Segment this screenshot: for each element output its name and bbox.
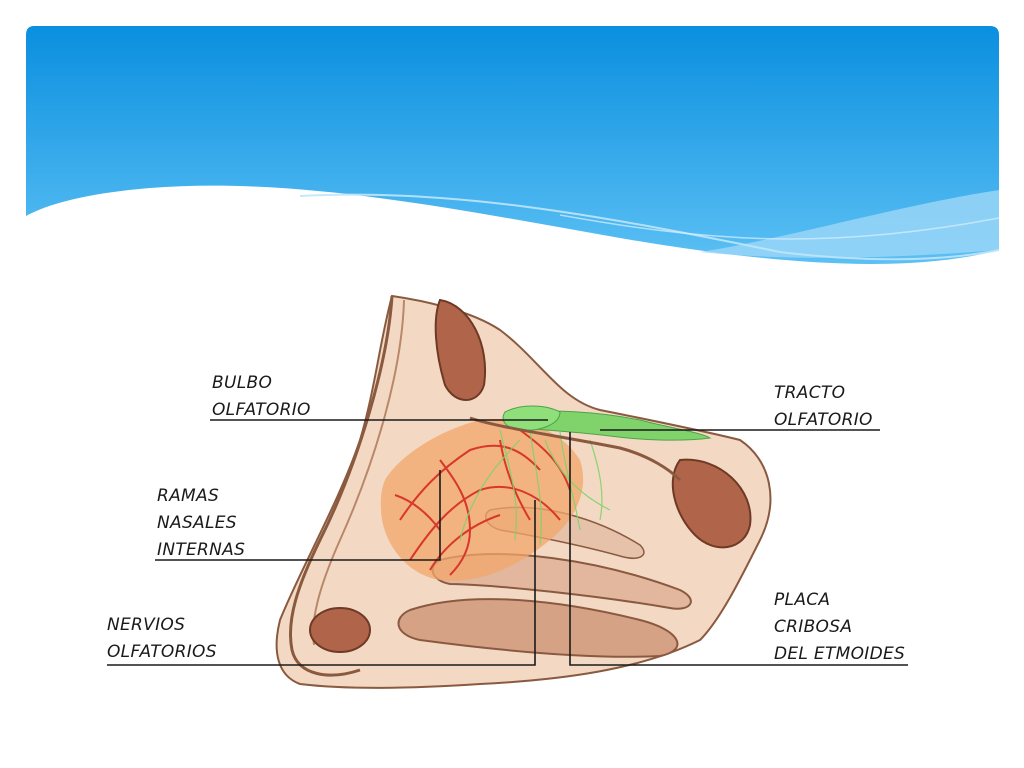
label-placa-line-3: DEL ETMOIDES bbox=[774, 644, 906, 664]
label-tracto-line-2: OLFATORIO bbox=[774, 410, 873, 430]
olfactory-bulb bbox=[502, 405, 561, 431]
label-nervios-line-1: NERVIOS bbox=[107, 615, 186, 635]
label-ramas-line-3: INTERNAS bbox=[157, 540, 246, 560]
nerve-fibers bbox=[459, 429, 611, 546]
nostril bbox=[309, 607, 371, 653]
header-wave-line bbox=[299, 193, 1000, 261]
label-placa-line-1: PLACA bbox=[774, 590, 831, 610]
turbinate-inferior bbox=[397, 598, 679, 658]
nasal-bone-outline-inner bbox=[312, 299, 405, 646]
label-bulbo-line-2: OLFATORIO bbox=[212, 400, 311, 420]
header-wave-line-2 bbox=[559, 214, 1000, 240]
nerve-plexus-region bbox=[380, 418, 584, 581]
label-tracto-olfatorio: TRACTO OLFATORIO bbox=[774, 380, 873, 434]
cribriform-plate bbox=[469, 416, 682, 482]
leader-lines bbox=[107, 419, 908, 666]
leader-placa bbox=[569, 432, 908, 666]
label-bulbo-line-1: BULBO bbox=[212, 373, 273, 393]
label-placa-cribosa: PLACA CRIBOSA DEL ETMOIDES bbox=[774, 587, 905, 668]
leader-nervios bbox=[107, 500, 536, 666]
header-wave-light bbox=[700, 190, 999, 258]
frontal-sinus bbox=[434, 298, 487, 401]
nasal-bone-outline bbox=[288, 295, 394, 677]
olfactory-tract bbox=[519, 410, 712, 441]
sphenoid-sinus bbox=[671, 458, 752, 549]
label-ramas-line-1: RAMAS bbox=[157, 486, 220, 506]
label-nervios-line-2: OLFATORIOS bbox=[107, 642, 217, 662]
label-ramas-line-2: NASALES bbox=[157, 513, 237, 533]
header-background bbox=[26, 26, 999, 264]
label-bulbo-olfatorio: BULBO OLFATORIO bbox=[212, 370, 311, 424]
header-banner bbox=[26, 26, 1000, 264]
label-ramas-nasales-internas: RAMAS NASALES INTERNAS bbox=[157, 483, 245, 564]
label-placa-line-2: CRIBOSA bbox=[774, 617, 853, 637]
label-tracto-line-1: TRACTO bbox=[774, 383, 846, 403]
label-nervios-olfatorios: NERVIOS OLFATORIOS bbox=[107, 612, 217, 666]
leader-ramas bbox=[155, 470, 441, 561]
